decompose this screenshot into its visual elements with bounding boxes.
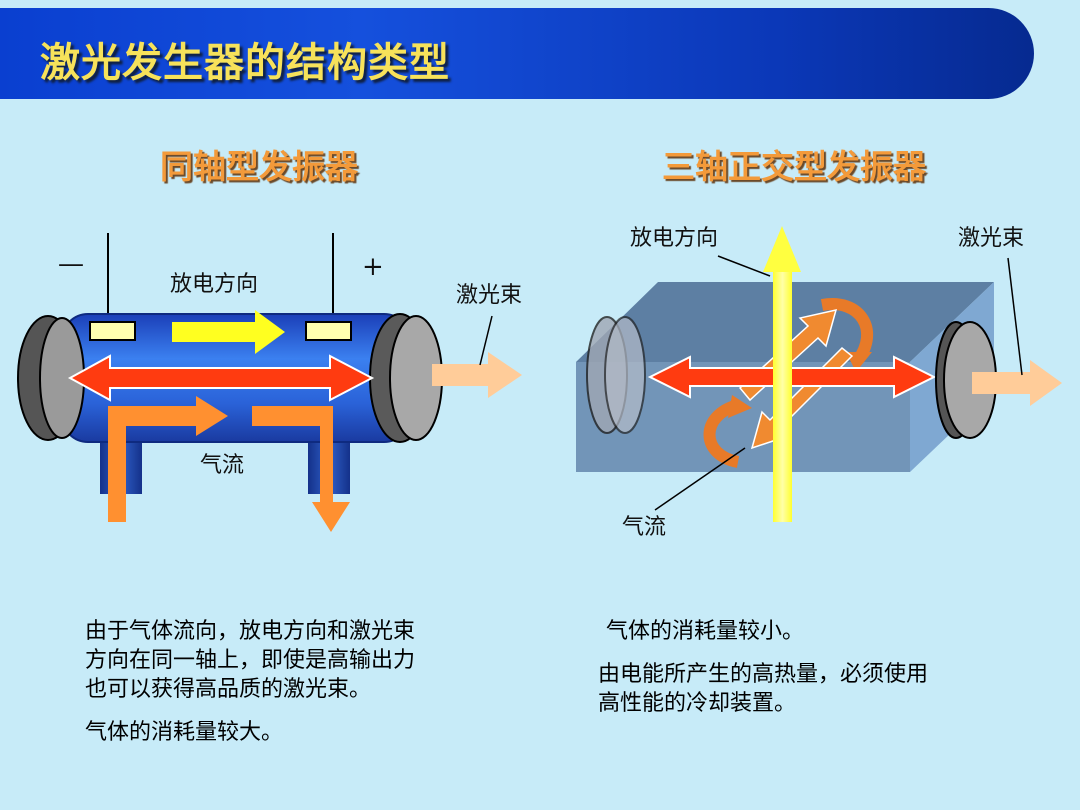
title-bar (0, 8, 1034, 99)
laser-beam-out (432, 352, 522, 398)
triaxial-laser-label: 激光束 (958, 226, 1024, 251)
gas-flow-in-arrow (108, 396, 228, 522)
triaxial-laser-beam-out (972, 360, 1062, 406)
triaxial-description: 气体的消耗量较小。 由电能所产生的高热量，必须使用 高性能的冷却装置。 (598, 617, 928, 718)
coaxial-heading: 同轴型发振器 (160, 147, 358, 186)
gas-swirl-bottom-arrowhead (728, 395, 752, 418)
gas-leader-line (654, 447, 746, 511)
discharge-arrowhead (763, 226, 801, 272)
coaxial-description: 由于气体流向，放电方向和激光束 方向在同一轴上，即使是高输出力 也可以获得高品质… (85, 617, 415, 747)
plus-label: + (362, 252, 384, 282)
gas-swirl-top-arrowhead (846, 352, 872, 372)
coaxial-oscillator: — + 放电方向 激光束 气流 (17, 233, 522, 532)
triaxial-gas-label: 气流 (622, 515, 666, 540)
discharge-direction-arrow (172, 310, 285, 354)
cathode (89, 321, 136, 341)
coaxial-description-line: 方向在同一轴上，即使是高输出力 (85, 648, 416, 673)
coaxial-description-line: 由于气体流向，放电方向和激光束 (85, 619, 416, 644)
anode (305, 321, 352, 341)
output-mirror (369, 313, 443, 443)
laser-double-arrow (67, 354, 375, 402)
gas-swirl-top-icon (820, 298, 874, 364)
laser-leader-line (479, 315, 493, 366)
discharge-direction-label: 放电方向 (170, 272, 258, 297)
triaxial-description-line: 高性能的冷却装置。 (598, 691, 797, 716)
discharge-rod (773, 270, 792, 522)
gas-swirl-bottom-icon (703, 399, 740, 468)
coaxial-gas-note: 气体的消耗量较大。 (85, 720, 284, 745)
gas-flow-label: 气流 (200, 453, 244, 478)
triaxial-output-mirror (935, 321, 997, 439)
triaxial-rear-mirror (586, 316, 646, 434)
laser-beam-label: 激光束 (456, 283, 522, 308)
triaxial-oscillator: 放电方向 激光束 气流 (576, 226, 1062, 540)
rear-mirror (17, 315, 85, 441)
minus-label: — (58, 249, 84, 279)
triaxial-laser-leader-line (1007, 257, 1023, 376)
triaxial-heading: 三轴正交型发振器 (662, 147, 926, 186)
triaxial-discharge-label: 放电方向 (630, 226, 718, 251)
triaxial-gas-note: 气体的消耗量较小。 (606, 619, 805, 644)
triaxial-description-line: 由电能所产生的高热量，必须使用 (598, 662, 929, 687)
gas-flow-out-arrow (252, 406, 350, 532)
discharge-leader-line (717, 255, 771, 277)
coaxial-description-line: 也可以获得高品质的激光束。 (85, 677, 372, 702)
page-title: 激光发生器的结构类型 (40, 39, 450, 86)
